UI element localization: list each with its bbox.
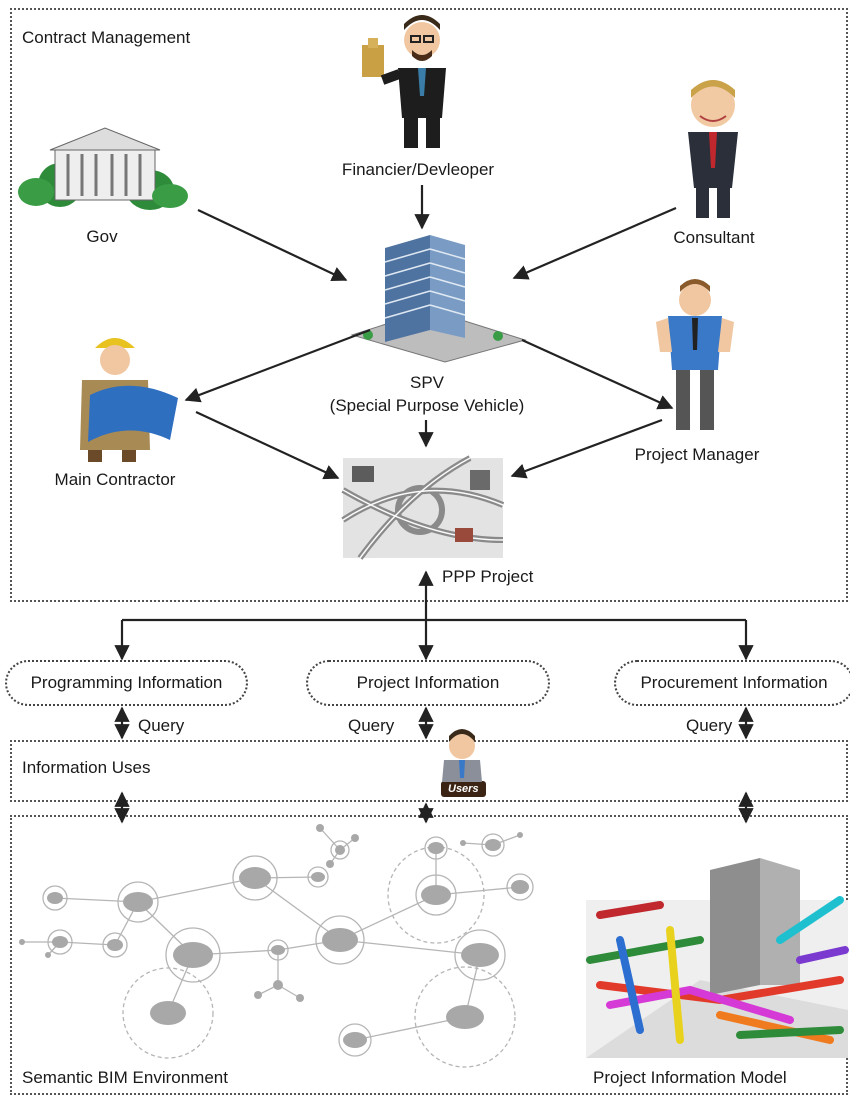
project-information-model-label: Project Information Model [593, 1068, 787, 1087]
ppp-project-icon [341, 455, 505, 560]
spv-label: SPV [409, 373, 445, 392]
contract-management-title: Contract Management [22, 28, 191, 47]
query-label-programming: Query [138, 716, 185, 735]
information-uses-title: Information Uses [22, 758, 151, 777]
semantic-network-nodes [19, 824, 529, 1048]
query-label-project: Query [348, 716, 395, 735]
semantic-network [22, 827, 521, 1041]
procurement-information-pill: Procurement Information [614, 660, 850, 706]
project-manager-label: Project Manager [634, 445, 760, 464]
project-information-pill: Project Information [306, 660, 550, 706]
programming-information-pill: Programming Information [5, 660, 248, 706]
consultant-label: Consultant [673, 228, 755, 247]
gov-label: Gov [86, 227, 118, 246]
users-badge: Users [441, 781, 486, 797]
financier-label: Financier/Devleoper [341, 160, 495, 179]
financier-icon [362, 15, 446, 148]
contract-management-box [10, 8, 848, 602]
project-information-model-icon [586, 858, 849, 1058]
users-icon [442, 729, 482, 782]
ppp-project-label: PPP Project [442, 567, 534, 586]
main-contractor-icon [80, 338, 178, 462]
spv-fullname-label: (Special Purpose Vehicle) [329, 396, 525, 415]
main-contractor-label: Main Contractor [54, 470, 176, 489]
information-uses-box [10, 740, 848, 802]
query-label-procurement: Query [686, 716, 733, 735]
spv-building-icon [350, 235, 527, 363]
consultant-icon [688, 80, 738, 218]
government-building-icon [18, 127, 188, 210]
project-manager-icon [656, 279, 734, 430]
semantic-network-rings [42, 833, 534, 1057]
semantic-bim-label: Semantic BIM Environment [22, 1068, 228, 1087]
